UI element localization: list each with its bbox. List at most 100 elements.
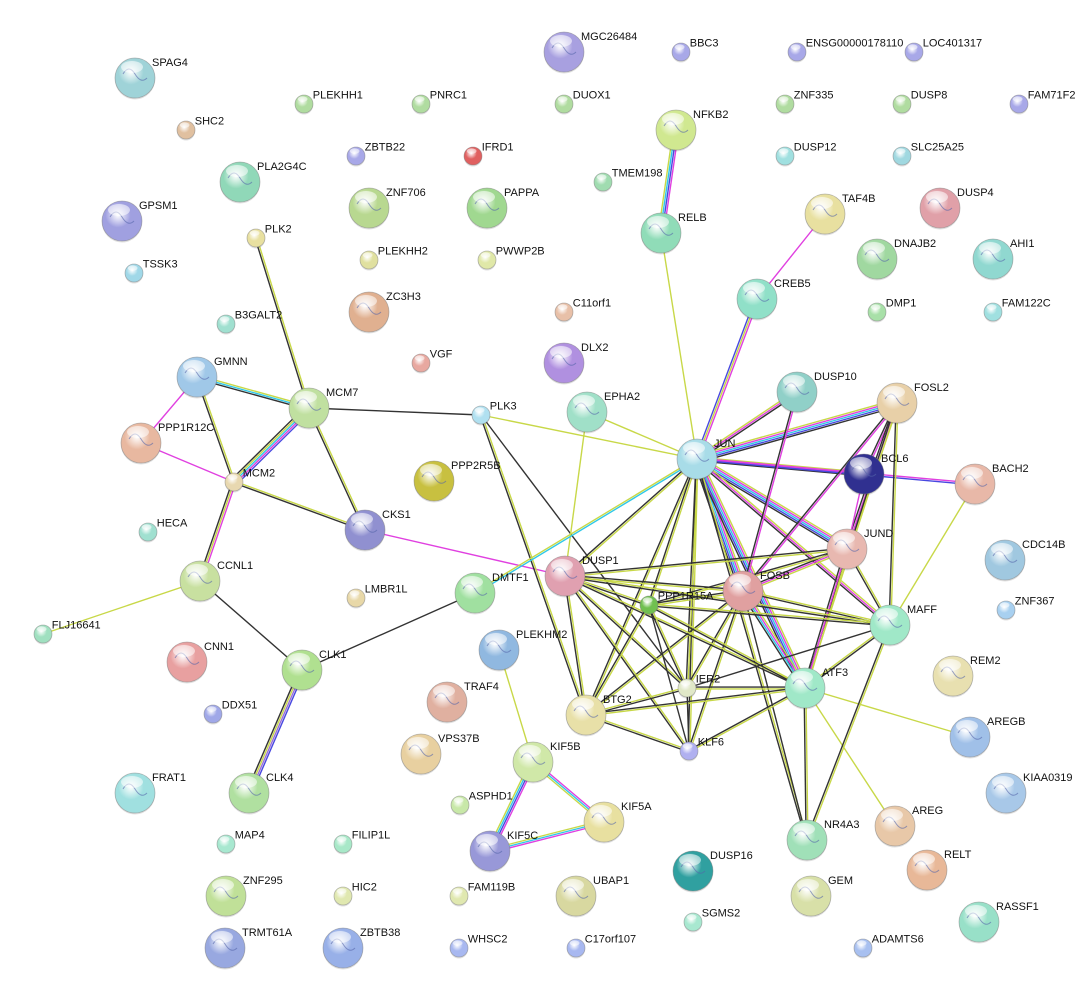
node-klf6[interactable]: KLF6 <box>679 737 724 762</box>
edge-JUND-DUSP1[interactable] <box>564 547 848 578</box>
node-epha2[interactable]: EPHA2 <box>566 391 640 434</box>
edge-MAFF-IER2[interactable] <box>686 624 891 689</box>
edge-ATF3-AREG[interactable] <box>804 687 896 827</box>
edge-CCNL1-FLJ16641[interactable] <box>42 580 201 635</box>
node-tssk3[interactable]: TSSK3 <box>124 259 178 284</box>
edge-PLK3-JUN[interactable] <box>480 414 698 460</box>
node-slc25a25[interactable]: SLC25A25 <box>892 142 964 167</box>
edge-FOSL2-MAFF[interactable] <box>888 402 899 626</box>
edge-PPP1R15A-MAFF[interactable] <box>648 603 891 627</box>
node-shc2[interactable]: SHC2 <box>176 116 224 141</box>
edge-PLK3-BTG2[interactable] <box>479 414 588 716</box>
node-fosl2[interactable]: FOSL2 <box>876 382 949 425</box>
node-spag4[interactable]: SPAG4 <box>114 57 188 100</box>
node-trmt61a[interactable]: TRMT61A <box>204 927 293 970</box>
edge-MCM7-CKS1[interactable] <box>307 407 367 531</box>
edge-ATF3-AREGB[interactable] <box>804 687 971 738</box>
node-plekhh1[interactable]: PLEKHH1 <box>294 90 363 115</box>
node-map4[interactable]: MAP4 <box>216 830 265 855</box>
node-ppp2r5b[interactable]: PPP2R5B <box>413 460 501 503</box>
node-nr4a3[interactable]: NR4A3 <box>786 819 859 862</box>
node-fosb[interactable]: FOSB <box>722 570 790 613</box>
node-gmnn[interactable]: GMNN <box>176 356 248 399</box>
node-pla2g4c[interactable]: PLA2G4C <box>219 161 307 204</box>
node-bbc3[interactable]: BBC3 <box>671 38 719 63</box>
node-fam122c[interactable]: FAM122C <box>983 298 1051 323</box>
edge-EPHA2-DUSP1[interactable] <box>564 411 588 577</box>
node-cnn1[interactable]: CNN1 <box>166 641 234 684</box>
edge-CLK1-DMTF1[interactable] <box>301 592 476 671</box>
node-areg[interactable]: AREG <box>874 805 943 848</box>
node-dlx2[interactable]: DLX2 <box>543 342 609 385</box>
node-btg2[interactable]: BTG2 <box>565 694 632 737</box>
edge-JUN-PPP1R15A[interactable] <box>647 458 699 606</box>
edge-JUN-DMTF1[interactable] <box>474 457 698 595</box>
edge-JUN-JUND[interactable] <box>694 455 850 553</box>
edge-CCNL1-CLK1[interactable] <box>199 580 303 671</box>
edge-DUSP1-IER2[interactable] <box>563 574 689 690</box>
node-whsc2[interactable]: WHSC2 <box>449 934 507 959</box>
edge-CREB5-JUN[interactable] <box>694 298 760 460</box>
node-hic2[interactable]: HIC2 <box>333 882 377 907</box>
node-bcl6[interactable]: BCL6 <box>843 453 909 496</box>
edge-PPP1R15A-ATF3[interactable] <box>648 603 806 690</box>
node-znf335[interactable]: ZNF335 <box>775 90 834 115</box>
node-flj16641[interactable]: FLJ16641 <box>33 620 101 645</box>
node-fam119b[interactable]: FAM119B <box>449 882 515 907</box>
edge-PLK2-MCM7[interactable] <box>254 237 311 409</box>
node-maff[interactable]: MAFF <box>869 604 937 647</box>
node-dusp4[interactable]: DUSP4 <box>919 187 994 230</box>
node-b3galt2[interactable]: B3GALT2 <box>216 310 282 335</box>
edge-JUN-NR4A3[interactable] <box>695 458 809 841</box>
edge-PPP1R15A-IER2[interactable] <box>647 604 689 689</box>
node-pwwp2b[interactable]: PWWP2B <box>477 246 545 271</box>
node-ddx51[interactable]: DDX51 <box>203 700 257 725</box>
node-heca[interactable]: HECA <box>138 518 188 543</box>
edge-JUN-FOSL2[interactable] <box>695 398 899 464</box>
edge-FOSL2-FOSB[interactable] <box>741 401 899 593</box>
node-jun[interactable]: JUN <box>676 438 735 481</box>
node-relb[interactable]: RELB <box>640 212 707 255</box>
node-zbtb38[interactable]: ZBTB38 <box>322 927 400 970</box>
node-znf706[interactable]: ZNF706 <box>348 187 426 230</box>
edge-MCM2-CKS1[interactable] <box>233 480 366 532</box>
node-ahi1[interactable]: AHI1 <box>972 238 1034 281</box>
node-traf4[interactable]: TRAF4 <box>426 681 499 724</box>
node-vgf[interactable]: VGF <box>411 349 453 374</box>
edge-JUN-BACH2[interactable] <box>696 457 976 486</box>
node-plk2[interactable]: PLK2 <box>246 224 292 249</box>
node-dusp1[interactable]: DUSP1 <box>544 555 619 598</box>
edge-FOSB-NR4A3[interactable] <box>742 590 808 841</box>
node-plekhm2[interactable]: PLEKHM2 <box>478 629 567 672</box>
node-pnrc1[interactable]: PNRC1 <box>411 90 467 115</box>
node-kif5b[interactable]: KIF5B <box>512 741 581 784</box>
node-filip1l[interactable]: FILIP1L <box>333 830 390 855</box>
node-clk4[interactable]: CLK4 <box>228 772 294 815</box>
edge-DUSP1-KLF6[interactable] <box>563 575 691 752</box>
edge-PLK3-IER2[interactable] <box>480 414 688 689</box>
edge-MCM7-PLK3[interactable] <box>308 407 482 416</box>
edge-ATF3-KLF6[interactable] <box>688 686 806 753</box>
node-mgc26484[interactable]: MGC26484 <box>543 31 637 74</box>
node-adamts6[interactable]: ADAMTS6 <box>853 934 924 959</box>
node-kif5a[interactable]: KIF5A <box>583 801 652 844</box>
node-zc3h3[interactable]: ZC3H3 <box>348 291 421 334</box>
node-rem2[interactable]: REM2 <box>932 655 1001 698</box>
node-ppp1r12c[interactable]: PPP1R12C <box>120 422 214 465</box>
node-plk3[interactable]: PLK3 <box>471 401 517 426</box>
edge-JUN-BCL6[interactable] <box>696 456 865 477</box>
node-tmem198[interactable]: TMEM198 <box>593 168 663 193</box>
node-mcm2[interactable]: MCM2 <box>224 468 275 493</box>
edge-FOSB-KLF6[interactable] <box>687 590 745 752</box>
node-dmp1[interactable]: DMP1 <box>867 298 916 323</box>
node-duox1[interactable]: DUOX1 <box>554 90 611 115</box>
node-fam71f2[interactable]: FAM71F2 <box>1009 90 1075 115</box>
node-cks1[interactable]: CKS1 <box>344 509 411 552</box>
edge-IER2-KLF6[interactable] <box>686 687 690 752</box>
node-clk1[interactable]: CLK1 <box>281 649 347 692</box>
node-ier2[interactable]: IER2 <box>677 674 720 699</box>
node-gem[interactable]: GEM <box>790 875 853 918</box>
node-c17orf107[interactable]: C17orf107 <box>566 934 636 959</box>
node-ensg00000178110[interactable]: ENSG00000178110 <box>787 38 903 63</box>
edge-PPP1R15A-BTG2[interactable] <box>584 604 651 716</box>
